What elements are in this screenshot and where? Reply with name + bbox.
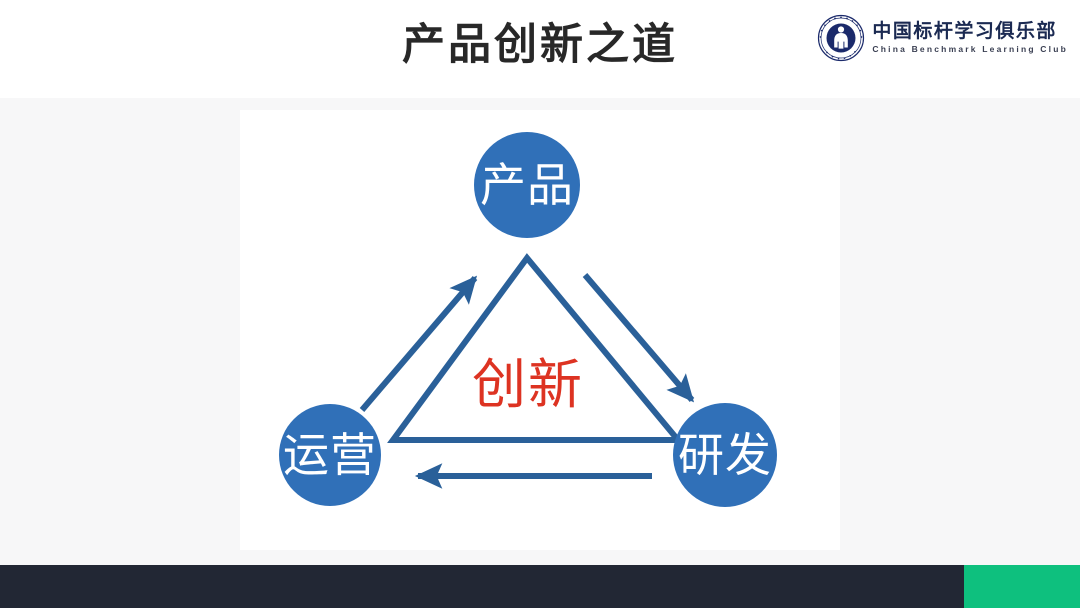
node-rnd-circle [673,403,777,507]
node-operations: 运营 [279,404,381,506]
node-product-circle [474,132,580,238]
node-rnd: 研发 [673,403,777,507]
brand-name-cn: 中国标杆学习俱乐部 [872,21,1057,42]
brand-name-en: China Benchmark Learning Club [872,44,1068,54]
node-product-label: 产品 [480,159,574,211]
node-operations-circle [279,404,381,506]
node-operations-label: 运营 [283,429,377,481]
slide-header: 产品创新之道 [0,0,1080,98]
brand-logo: 中国标杆学习俱乐部 China Benchmark Learning Club [817,14,1068,62]
footer-accent-bar [964,565,1080,608]
node-rnd-label: 研发 [678,429,772,481]
slide-body: 产品 运营 研发 创新 [0,98,1080,565]
innovation-diagram-panel: 产品 运营 研发 创新 [240,110,840,550]
footer-dark-bar [0,565,964,608]
club-seal-emblem-icon [818,14,865,62]
page-title: 产品创新之道 [402,22,678,69]
arrow-ops-to-product [359,275,478,412]
innovation-triangle-diagram: 产品 运营 研发 创新 [279,132,777,507]
center-innovation-label: 创新 [472,355,584,415]
arrow-product-to-rnd [582,273,695,403]
triangle-outline [387,253,685,443]
slide-footer [0,565,1080,608]
brand-name-block: 中国标杆学习俱乐部 China Benchmark Learning Club [872,21,1068,55]
node-product: 产品 [474,132,580,238]
